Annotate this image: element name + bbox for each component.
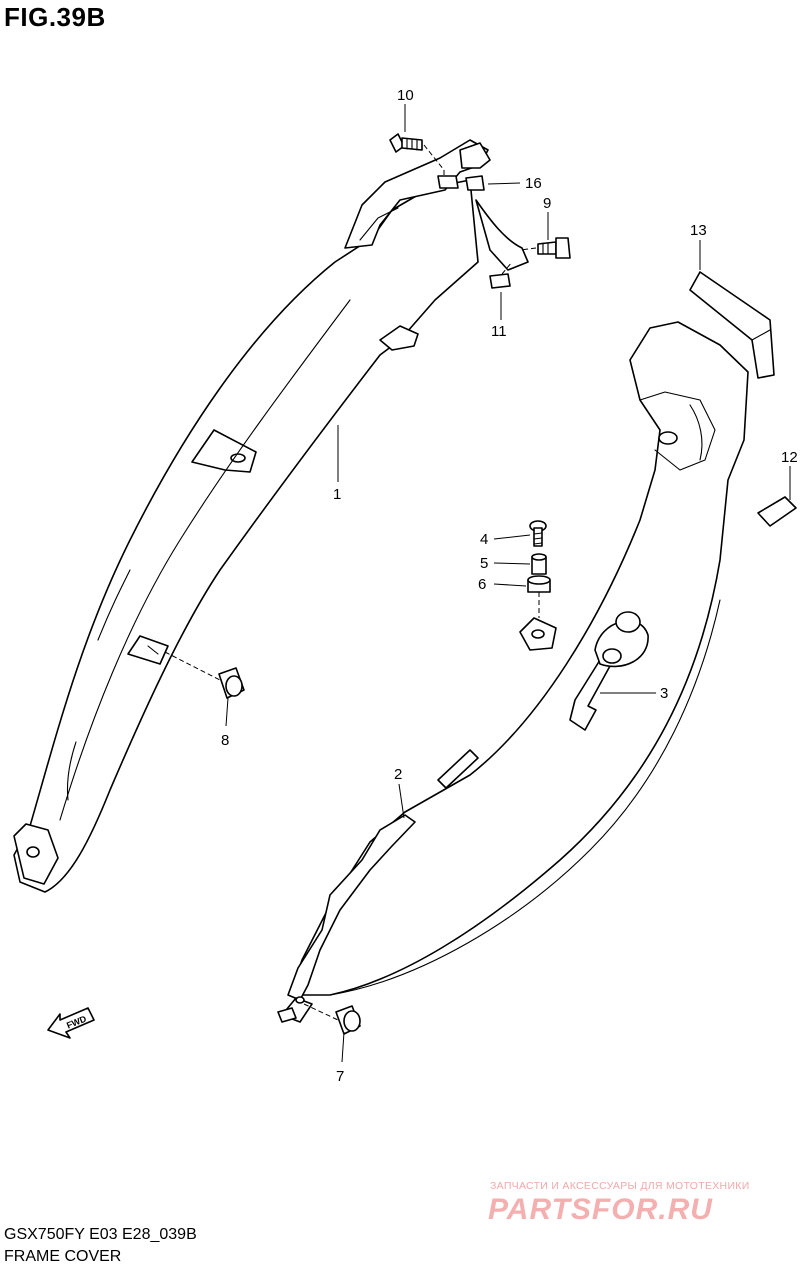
clip-part-16[interactable]: [437, 175, 485, 191]
callout-11: 11: [491, 323, 507, 340]
callout-13: 13: [690, 222, 707, 239]
grommet-part-6[interactable]: [527, 575, 551, 593]
callout-7: 7: [336, 1068, 344, 1085]
watermark-tagline: ЗАПЧАСТИ И АКСЕССУАРЫ ДЛЯ МОТОТЕХНИКИ: [490, 1180, 750, 1192]
screw-part-4[interactable]: [529, 520, 547, 547]
callout-10: 10: [397, 87, 414, 104]
750-emblem: [569, 611, 649, 731]
grommet-part-7[interactable]: [335, 1005, 361, 1035]
section-name: FRAME COVER: [4, 1248, 122, 1265]
cushion-strip-part-13[interactable]: [689, 271, 775, 379]
callout-2: 2: [394, 766, 402, 783]
frame-cover-left-part-1[interactable]: [13, 139, 529, 893]
figure-title: FIG.39B: [4, 2, 106, 32]
callout-4: 4: [480, 531, 488, 548]
watermark-logo: PARTSFOR.RU: [488, 1193, 713, 1226]
frame-cover-right-part-3[interactable]: [289, 321, 749, 996]
bolt-part-9[interactable]: [537, 237, 571, 259]
callout-8: 8: [221, 732, 229, 749]
grommet-part-8[interactable]: [218, 667, 245, 699]
callout-labels: 10 16 9 11 13 12 1 4 5 6 3 2 8 7: [221, 87, 798, 1085]
callout-9: 9: [543, 195, 551, 212]
callout-6: 6: [478, 576, 486, 593]
pad-part-12[interactable]: [757, 496, 797, 527]
leader-lines: [225, 104, 791, 1063]
callout-1: 1: [333, 486, 341, 503]
forward-direction-arrow: FWD: [47, 1007, 95, 1039]
bolt-part-10[interactable]: [389, 133, 423, 153]
callout-5: 5: [480, 555, 488, 572]
callout-16: 16: [525, 175, 542, 192]
clip-part-11[interactable]: [489, 273, 511, 289]
callout-12: 12: [781, 449, 798, 466]
callout-3: 3: [660, 685, 668, 702]
model-code: GSX750FY E03 E28_039B: [4, 1226, 197, 1243]
collar-part-5[interactable]: [531, 553, 547, 575]
